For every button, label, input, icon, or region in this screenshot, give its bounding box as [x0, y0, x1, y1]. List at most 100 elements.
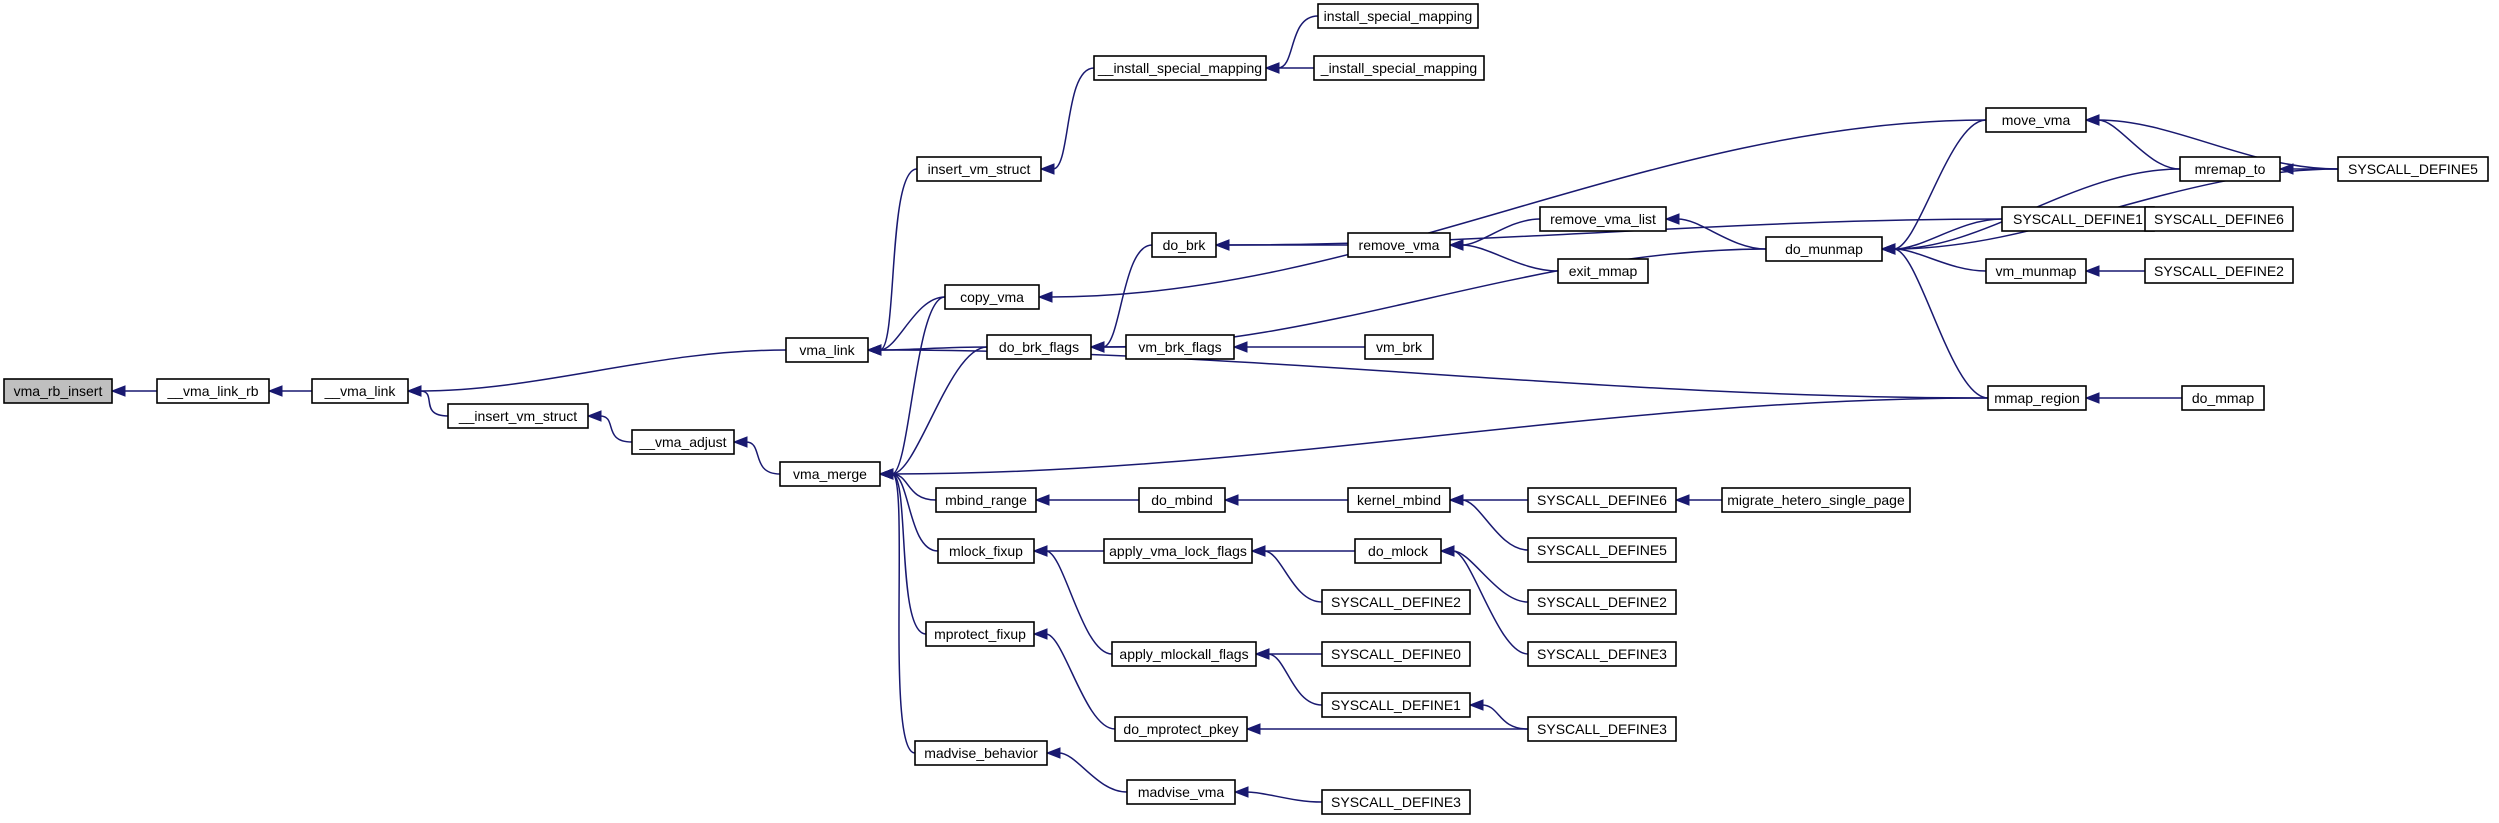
node-box[interactable]	[1527, 716, 1677, 742]
node-box[interactable]	[1103, 538, 1253, 564]
node-box[interactable]	[2181, 385, 2265, 411]
function-node[interactable]: mbind_range	[935, 487, 1037, 513]
function-node[interactable]: vm_munmap	[1985, 258, 2087, 284]
function-node[interactable]: do_mmap	[2181, 385, 2265, 411]
node-box[interactable]	[1354, 538, 1442, 564]
function-node[interactable]: __install_special_mapping	[1093, 55, 1267, 81]
function-node[interactable]: exit_mmap	[1557, 258, 1649, 284]
function-node[interactable]: vma_merge	[779, 461, 881, 487]
function-node[interactable]: insert_vm_struct	[916, 156, 1042, 182]
node-box[interactable]	[2337, 156, 2489, 182]
function-node[interactable]: vma_link	[785, 337, 869, 363]
node-box[interactable]	[916, 156, 1042, 182]
function-node[interactable]: SYSCALL_DEFINE0	[1321, 641, 1471, 667]
node-box[interactable]	[1527, 589, 1677, 615]
node-box[interactable]	[944, 284, 1040, 310]
node-box[interactable]	[779, 461, 881, 487]
function-node[interactable]: madvise_vma	[1126, 779, 1236, 805]
node-box[interactable]	[1347, 232, 1451, 258]
node-box[interactable]	[1313, 55, 1485, 81]
node-box[interactable]	[631, 429, 735, 455]
function-node[interactable]: madvise_behavior	[914, 740, 1048, 766]
node-box[interactable]	[1557, 258, 1649, 284]
node-box[interactable]	[1093, 55, 1267, 81]
node-box[interactable]	[1985, 258, 2087, 284]
node-box[interactable]	[1111, 641, 1257, 667]
function-node[interactable]: do_munmap	[1765, 236, 1883, 262]
function-node[interactable]: do_mbind	[1138, 487, 1226, 513]
node-box[interactable]	[156, 378, 270, 404]
function-node[interactable]: SYSCALL_DEFINE1	[1321, 692, 1471, 718]
function-node[interactable]: do_brk_flags	[986, 334, 1092, 360]
function-node[interactable]: apply_vma_lock_flags	[1103, 538, 1253, 564]
node-box[interactable]	[1721, 487, 1911, 513]
function-node[interactable]: SYSCALL_DEFINE2	[1321, 589, 1471, 615]
function-node[interactable]: remove_vma	[1347, 232, 1451, 258]
node-box[interactable]	[2179, 156, 2281, 182]
function-node[interactable]: kernel_mbind	[1347, 487, 1451, 513]
root-node-box[interactable]	[3, 378, 113, 404]
node-box[interactable]	[1114, 716, 1248, 742]
function-node[interactable]: __insert_vm_struct	[447, 403, 589, 429]
node-box[interactable]	[1539, 206, 1667, 232]
node-box[interactable]	[1527, 641, 1677, 667]
node-box[interactable]	[1527, 537, 1677, 563]
function-node[interactable]: copy_vma	[944, 284, 1040, 310]
function-node[interactable]: vma_rb_insert	[3, 378, 113, 404]
node-box[interactable]	[1321, 589, 1471, 615]
node-box[interactable]	[937, 538, 1035, 564]
node-box[interactable]	[914, 740, 1048, 766]
node-box[interactable]	[1347, 487, 1451, 513]
function-node[interactable]: move_vma	[1985, 107, 2087, 133]
function-node[interactable]: mremap_to	[2179, 156, 2281, 182]
function-node[interactable]: SYSCALL_DEFINE6	[2144, 206, 2294, 232]
function-node[interactable]: install_special_mapping	[1317, 3, 1479, 29]
node-box[interactable]	[1985, 107, 2087, 133]
function-node[interactable]: mmap_region	[1987, 385, 2087, 411]
function-node[interactable]: apply_mlockall_flags	[1111, 641, 1257, 667]
node-box[interactable]	[311, 378, 409, 404]
function-node[interactable]: SYSCALL_DEFINE3	[1527, 716, 1677, 742]
node-box[interactable]	[1765, 236, 1883, 262]
function-node[interactable]: SYSCALL_DEFINE1	[2001, 206, 2155, 232]
function-node[interactable]: do_mprotect_pkey	[1114, 716, 1248, 742]
function-node[interactable]: SYSCALL_DEFINE5	[2337, 156, 2489, 182]
function-node[interactable]: do_brk	[1151, 232, 1217, 258]
function-node[interactable]: mprotect_fixup	[925, 621, 1035, 647]
function-node[interactable]: mlock_fixup	[937, 538, 1035, 564]
function-node[interactable]: SYSCALL_DEFINE3	[1527, 641, 1677, 667]
function-node[interactable]: SYSCALL_DEFINE5	[1527, 537, 1677, 563]
function-node[interactable]: vm_brk	[1364, 334, 1434, 360]
node-box[interactable]	[447, 403, 589, 429]
node-box[interactable]	[1125, 334, 1235, 360]
node-box[interactable]	[785, 337, 869, 363]
function-node[interactable]: SYSCALL_DEFINE3	[1321, 789, 1471, 815]
function-node[interactable]: SYSCALL_DEFINE2	[1527, 589, 1677, 615]
function-node[interactable]: migrate_hetero_single_page	[1721, 487, 1911, 513]
node-box[interactable]	[1527, 487, 1677, 513]
node-box[interactable]	[1317, 3, 1479, 29]
node-box[interactable]	[1364, 334, 1434, 360]
node-box[interactable]	[2144, 206, 2294, 232]
function-node[interactable]: remove_vma_list	[1539, 206, 1667, 232]
node-box[interactable]	[2144, 258, 2294, 284]
node-box[interactable]	[925, 621, 1035, 647]
node-box[interactable]	[1321, 789, 1471, 815]
node-box[interactable]	[986, 334, 1092, 360]
function-node[interactable]: SYSCALL_DEFINE2	[2144, 258, 2294, 284]
function-node[interactable]: __vma_link_rb	[156, 378, 270, 404]
function-node[interactable]: SYSCALL_DEFINE6	[1527, 487, 1677, 513]
function-node[interactable]: __vma_link	[311, 378, 409, 404]
node-box[interactable]	[1987, 385, 2087, 411]
node-box[interactable]	[1126, 779, 1236, 805]
function-node[interactable]: __vma_adjust	[631, 429, 735, 455]
node-box[interactable]	[935, 487, 1037, 513]
function-node[interactable]: vm_brk_flags	[1125, 334, 1235, 360]
function-node[interactable]: do_mlock	[1354, 538, 1442, 564]
function-node[interactable]: _install_special_mapping	[1313, 55, 1485, 81]
node-box[interactable]	[1321, 641, 1471, 667]
node-box[interactable]	[1151, 232, 1217, 258]
node-box[interactable]	[1138, 487, 1226, 513]
node-box[interactable]	[2001, 206, 2155, 232]
node-box[interactable]	[1321, 692, 1471, 718]
